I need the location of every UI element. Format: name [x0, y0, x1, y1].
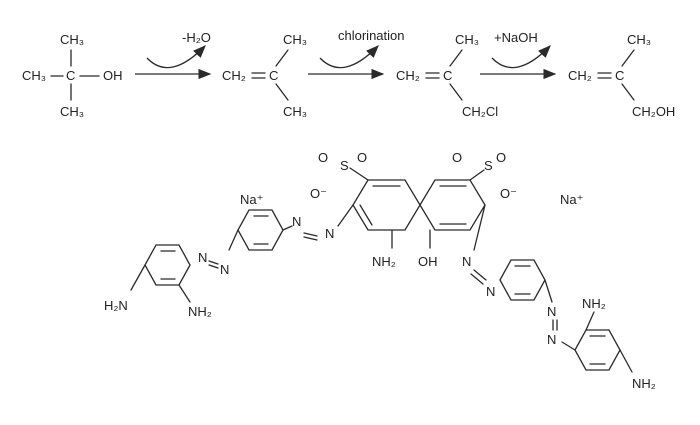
curved-arrow-1: [146, 45, 206, 69]
reagent-chlorination: chlorination: [338, 28, 405, 43]
mol3-bond-bottom: [449, 83, 463, 101]
mol1-bottom-methyl: CH₃: [60, 104, 84, 119]
sulfonate-right-bond: [469, 169, 485, 181]
azo-far-left-double-b: [208, 264, 219, 269]
azo-core-right-double-b: [470, 273, 484, 285]
sulfonate-right-o1: O: [452, 150, 462, 165]
azo-n-1: N: [325, 226, 334, 241]
mol3-top-methyl: CH₃: [455, 32, 479, 47]
azo-core-left-bond-a: [337, 204, 354, 227]
mol2-bond-top: [275, 49, 289, 67]
diaminophenyl-right-azo-bond: [561, 341, 576, 351]
curved-arrow-2: [319, 45, 379, 69]
sodium-ion-right: Na⁺: [560, 192, 583, 207]
azo-core-left-double-a: [303, 232, 318, 237]
molecule-isobutylene: CH₂ C CH₃ CH₃: [222, 32, 307, 119]
azo-linkage-far-right: N N: [547, 304, 558, 347]
mol2-bottom-methyl: CH₃: [283, 104, 307, 119]
azo-dye-structure: Na⁺ Na⁺ S O O O⁻ S O O O⁻: [104, 150, 656, 391]
sulfonate-left-o2: O: [357, 150, 367, 165]
sulfonate-group-left: S O O O⁻: [310, 150, 369, 201]
mol2-top-methyl: CH₃: [283, 32, 307, 47]
phenyl-right-to-azo: [544, 279, 553, 303]
naphthalene-right-hexagon: [419, 179, 486, 231]
azo-linkage-far-left: N N: [198, 250, 229, 277]
core-hydroxy: OH: [418, 254, 438, 269]
sulfonate-right-o-minus: O⁻: [500, 186, 517, 201]
azo-linkage-core-left: N N: [292, 204, 354, 241]
azo-core-right-double-a: [473, 269, 487, 281]
mol2-methylene: CH₂: [222, 68, 246, 83]
sulfonate-right-o2: O: [496, 150, 506, 165]
sulfonate-left-o-minus: O⁻: [310, 186, 327, 201]
sulfonate-right-s: S: [484, 158, 493, 173]
mol1-top-methyl: CH₃: [60, 32, 84, 47]
mol1-left-methyl: CH₃: [22, 68, 46, 83]
azo-n-4: N: [198, 250, 207, 265]
reaction-scheme: CH₃ CH₃ C OH CH₃ -H₂O CH₂ C CH₃ CH₃: [22, 28, 675, 119]
sulfonate-left-o1: O: [318, 150, 328, 165]
mol3-methylene: CH₂: [396, 68, 420, 83]
sulfonate-group-right: S O O O⁻: [452, 150, 517, 201]
reaction-step-1: -H₂O: [135, 30, 212, 80]
mol3-center-carbon: C: [443, 68, 452, 83]
mol4-center-carbon: C: [615, 68, 624, 83]
amine-left-2: NH₂: [188, 304, 212, 319]
mol1-center-carbon: C: [66, 68, 75, 83]
mol3-chloromethyl: CH₂Cl: [462, 104, 498, 119]
core-amino: NH₂: [372, 254, 396, 269]
diaminophenyl-right-amine-bond: [585, 311, 595, 331]
molecule-tert-butanol: CH₃ CH₃ C OH CH₃: [22, 32, 123, 119]
sulfonate-left-bond: [349, 167, 369, 181]
sodium-ion-left: Na⁺: [240, 192, 263, 207]
mol4-hydroxymethyl: CH₂OH: [632, 104, 675, 119]
amine-right-1: NH₂: [582, 296, 606, 311]
diaminophenyl-left-amine-bond: [130, 264, 146, 291]
reaction-step-2: chlorination: [308, 28, 405, 80]
reagent-sodium-hydroxide: +NaOH: [494, 30, 538, 45]
molecule-methallyl-chloride: CH₂ C CH₃ CH₂Cl: [396, 32, 498, 119]
reaction-step-3: +NaOH: [480, 30, 557, 80]
azo-core-left-double-b: [303, 236, 318, 241]
azo-core-right-bond: [473, 204, 486, 251]
naphthalene-ring-right: [419, 179, 486, 231]
mol4-bond-top: [621, 49, 635, 67]
diaminophenyl-ring-right: NH₂ NH₂: [561, 296, 656, 391]
phenyl-left-to-azo: [282, 225, 293, 231]
naphthalene-left-hexagon: [352, 179, 421, 231]
mol4-top-methyl: CH₃: [627, 32, 651, 47]
azo-n-6: N: [486, 284, 495, 299]
phenyl-left-to-azo-2: [228, 229, 239, 251]
diaminophenyl-right-amine2-bond: [619, 349, 633, 373]
mol2-bond-bottom: [275, 83, 289, 101]
sulfonate-left-s: S: [340, 158, 349, 173]
azo-n-2: N: [292, 214, 301, 229]
mol1-hydroxyl: OH: [103, 68, 123, 83]
mol2-center-carbon: C: [269, 68, 278, 83]
phenyl-ring-left: [228, 209, 293, 251]
naphthalene-ring-left: [352, 179, 421, 231]
reagent-dehydration: -H₂O: [182, 30, 211, 45]
azo-n-8: N: [547, 332, 556, 347]
azo-n-3: N: [220, 262, 229, 277]
diaminophenyl-ring-left: H₂N NH₂: [104, 244, 212, 319]
amine-left-1: H₂N: [104, 298, 128, 313]
diaminophenyl-left-amine2-bond: [178, 284, 191, 303]
azo-linkage-core-right: N N: [462, 204, 495, 299]
azo-far-left-double-a: [208, 260, 219, 265]
mol4-bond-bottom: [621, 83, 635, 101]
phenyl-ring-right: [499, 259, 553, 303]
mol3-bond-top: [449, 49, 463, 67]
amine-right-2: NH₂: [632, 376, 656, 391]
curved-arrow-3: [491, 45, 551, 69]
azo-n-7: N: [547, 304, 556, 319]
azo-n-5: N: [462, 254, 471, 269]
mol4-methylene: CH₂: [568, 68, 592, 83]
naphthalene-left-inner-2: [359, 204, 373, 226]
molecule-methallyl-alcohol: CH₂ C CH₃ CH₂OH: [568, 32, 675, 119]
